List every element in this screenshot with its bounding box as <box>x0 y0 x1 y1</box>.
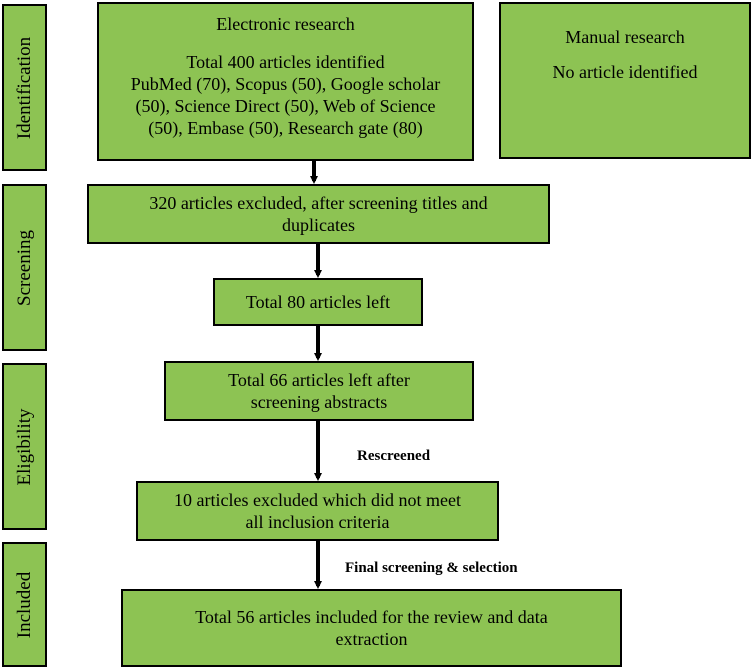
electronic-total: Total 400 articles identified <box>186 52 385 72</box>
rescreened-note: Rescreened <box>357 448 431 464</box>
stage-screening: Screening <box>2 184 47 351</box>
electronic-research-box: Electronic research Total 400 articles i… <box>97 2 474 161</box>
electronic-research-title: Electronic research <box>216 14 355 34</box>
stage-included: Included <box>2 542 47 667</box>
electronic-sources-line-2: (50), Science Direct (50), Web of Scienc… <box>135 96 436 116</box>
stage-identification: Identification <box>2 4 47 171</box>
stage-eligibility: Eligibility <box>2 363 47 530</box>
electronic-sources-line-3: (50), Embase (50), Research gate (80) <box>148 118 423 138</box>
manual-research-box: Manual research No article identified <box>499 2 751 159</box>
total-66-box: Total 66 articles left after screening a… <box>164 361 474 421</box>
excluded-10-box: 10 articles excluded which did not meet … <box>136 481 499 541</box>
excluded-titles-box: 320 articles excluded, after screening t… <box>87 184 550 244</box>
manual-research-title: Manual research <box>565 27 685 47</box>
total-80-box: Total 80 articles left <box>213 278 423 326</box>
final-selection-note: Final screening & selection <box>345 560 518 576</box>
included-56-box: Total 56 articles included for the revie… <box>121 589 622 667</box>
manual-research-body: No article identified <box>552 62 698 82</box>
electronic-sources-line-1: PubMed (70), Scopus (50), Google scholar <box>130 74 441 94</box>
